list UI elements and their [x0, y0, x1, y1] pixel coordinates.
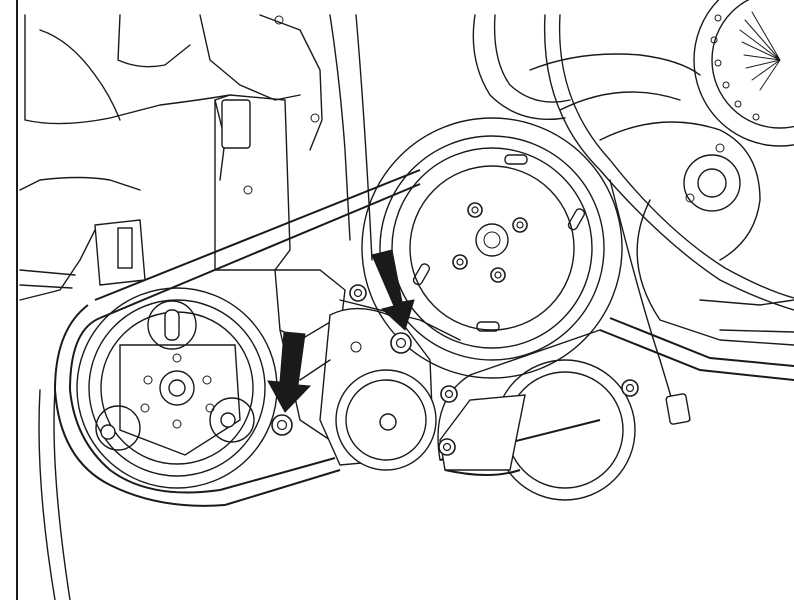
- bolt-lower: [271, 414, 293, 436]
- upper-pulley: [472, 14, 701, 121]
- fan-clutch: [693, 0, 794, 147]
- tensioner-pulley: [335, 369, 437, 471]
- compressor-bracket: [94, 94, 291, 286]
- bolt-upper: [390, 332, 412, 354]
- bracket-bolts: [349, 284, 639, 456]
- arrow-tensioner-bolt-lower: [267, 331, 312, 413]
- crankshaft-pulley: [361, 117, 623, 379]
- engine-block-outline: [19, 14, 725, 301]
- frame-left-border: [16, 0, 18, 600]
- coolant-line: [543, 14, 794, 425]
- serpentine-belt: [38, 169, 794, 600]
- arrow-tensioner-bolt-upper: [371, 249, 415, 331]
- ac-compressor-pulley: [76, 287, 278, 489]
- water-pump-housing: [599, 121, 794, 346]
